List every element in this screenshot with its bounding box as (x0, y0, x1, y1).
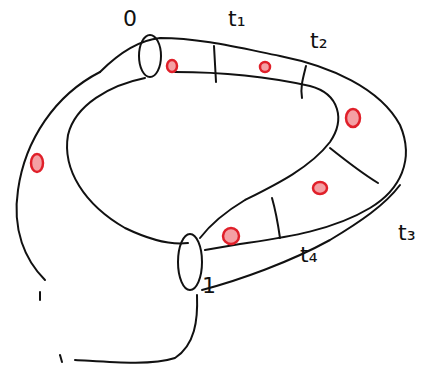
red-point (167, 60, 177, 72)
cylinder-end (139, 35, 161, 77)
time-label: t₄ (300, 244, 317, 266)
tube-inner-edge (67, 78, 188, 243)
red-point (346, 109, 360, 127)
red-point (313, 182, 327, 194)
tube-outer-edge (100, 38, 406, 250)
slice-divider (272, 198, 280, 238)
tube-dash (60, 355, 62, 362)
tube-lower-edge (202, 185, 400, 290)
time-label: t₃ (398, 222, 415, 244)
time-label: 0 (123, 8, 137, 30)
time-label: 1 (202, 275, 216, 297)
red-point (223, 228, 239, 244)
tube-tail (75, 295, 197, 363)
red-point (31, 154, 43, 172)
time-label: t₂ (310, 30, 327, 52)
time-label: t₁ (228, 8, 245, 30)
slice-divider (301, 66, 306, 98)
slice-divider (330, 148, 378, 183)
red-point (260, 62, 270, 72)
cylinder-end (178, 234, 202, 290)
tube-inner-edge (175, 72, 338, 238)
slice-divider (214, 46, 216, 82)
tube-dash (39, 292, 41, 300)
